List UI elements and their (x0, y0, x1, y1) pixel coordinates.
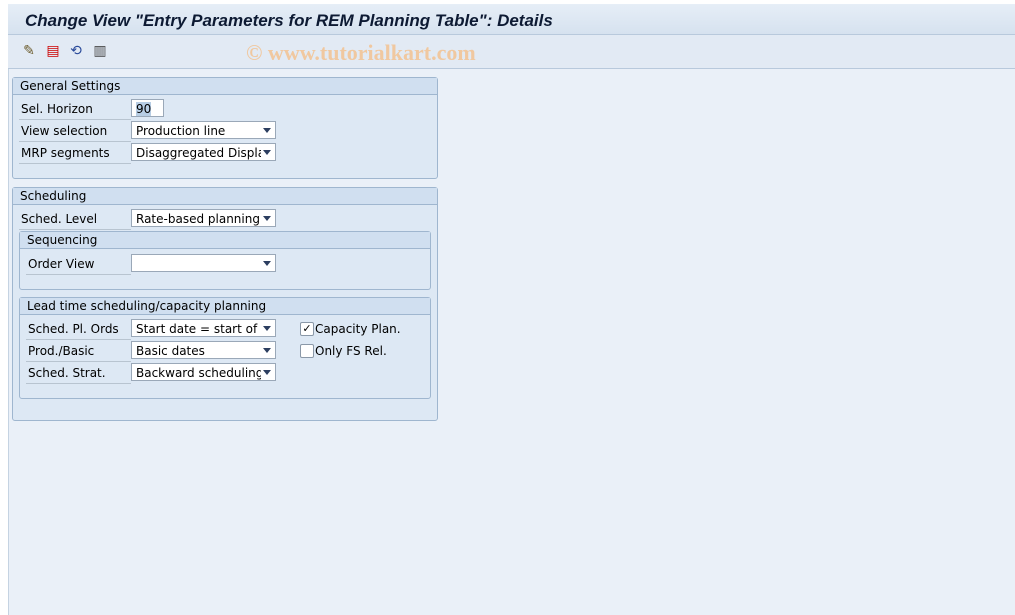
prod-basic-dropdown[interactable]: Basic dates (131, 341, 276, 359)
save-icon[interactable]: ▤ (46, 43, 60, 59)
mrp-segments-dropdown[interactable]: Disaggregated Display (131, 143, 276, 161)
sched-level-dropdown[interactable]: Rate-based planning (131, 209, 276, 227)
group-header: General Settings (13, 78, 437, 95)
chevron-down-icon (263, 128, 271, 133)
group-header: Sequencing (20, 232, 430, 249)
only-fs-rel-label: Only FS Rel. (315, 344, 387, 358)
prod-basic-label: Prod./Basic (26, 341, 131, 362)
order-view-dropdown[interactable] (131, 254, 276, 272)
chevron-down-icon (263, 326, 271, 331)
chevron-down-icon (263, 150, 271, 155)
page-title: Change View "Entry Parameters for REM Pl… (25, 11, 553, 30)
sequencing-group: Sequencing (19, 231, 431, 290)
sched-strat-dropdown[interactable]: Backward scheduling (131, 363, 276, 381)
watermark: © www.tutorialkart.com (246, 40, 476, 65)
view-selection-dropdown[interactable]: Production line (131, 121, 276, 139)
undo-icon[interactable]: ⟲ (70, 43, 82, 59)
sel-horizon-label: Sel. Horizon (19, 99, 131, 120)
toolbar: ✎ ▤ ⟲ ▥ (8, 35, 1015, 69)
sel-horizon-input[interactable]: 90 (131, 99, 164, 117)
group-header: Scheduling (13, 188, 437, 205)
chevron-down-icon (263, 370, 271, 375)
title-bar: Change View "Entry Parameters for REM Pl… (8, 4, 1015, 35)
capacity-plan-checkbox[interactable]: ✓ (300, 322, 314, 336)
chevron-down-icon (263, 261, 271, 266)
chevron-down-icon (263, 216, 271, 221)
display-change-icon[interactable]: ✎ (23, 43, 35, 59)
only-fs-rel-checkbox[interactable] (300, 344, 314, 358)
general-settings-group: General Settings (12, 77, 438, 179)
sched-pl-ords-label: Sched. Pl. Ords (26, 319, 131, 340)
mrp-segments-label: MRP segments (19, 143, 131, 164)
other-entry-icon[interactable]: ▥ (93, 43, 107, 59)
order-view-label: Order View (26, 254, 131, 275)
chevron-down-icon (263, 348, 271, 353)
sched-level-label: Sched. Level (19, 209, 131, 230)
sched-pl-ords-dropdown[interactable]: Start date = start of ... (131, 319, 276, 337)
sched-strat-label: Sched. Strat. (26, 363, 131, 384)
capacity-plan-label: Capacity Plan. (315, 322, 401, 336)
group-header: Lead time scheduling/capacity planning (20, 298, 430, 315)
view-selection-label: View selection (19, 121, 131, 142)
